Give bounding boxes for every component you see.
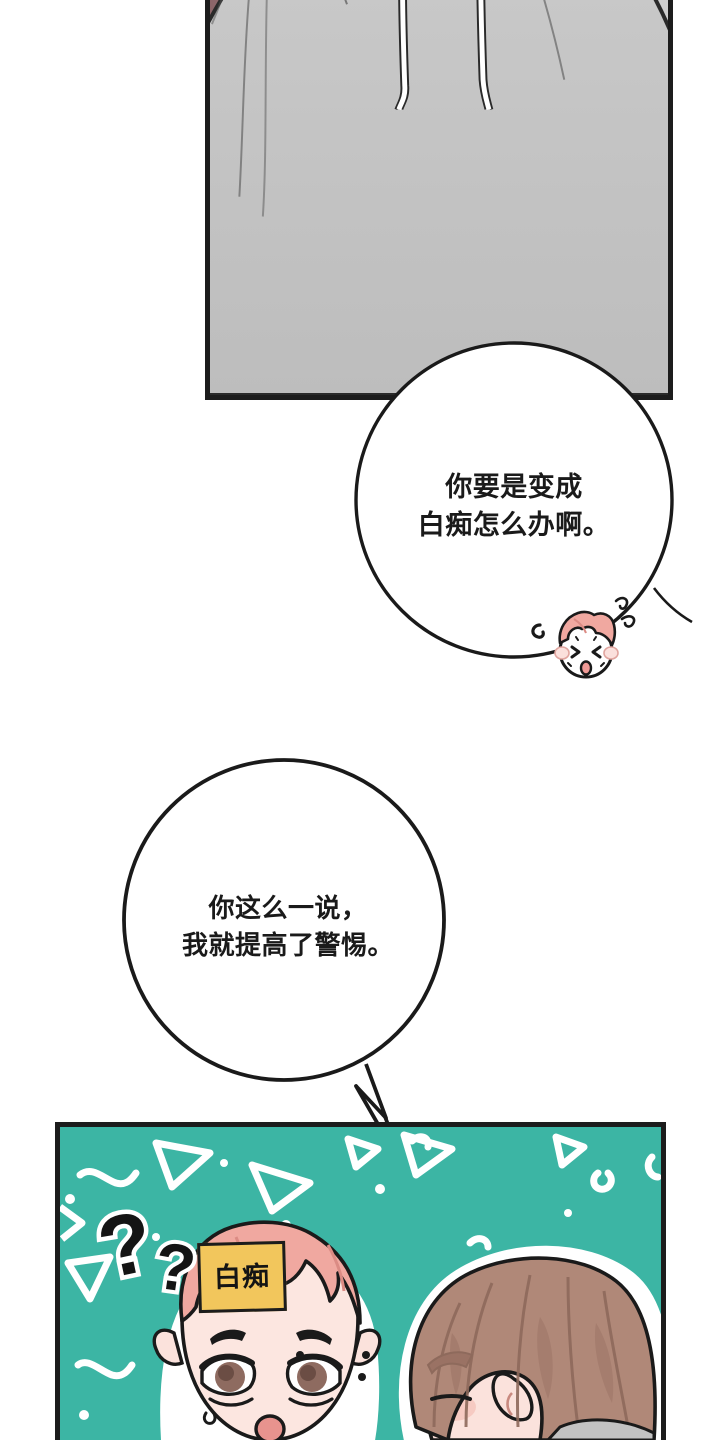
right-char-eye <box>430 1394 472 1401</box>
fold-5 <box>543 0 566 80</box>
chibi-hair-line <box>573 618 587 634</box>
chibi-eye-right <box>591 645 602 659</box>
speech-bubble-bottom-text: 你这么一说， 我就提高了警惕。 <box>181 893 394 960</box>
sweat-drop <box>202 1409 217 1425</box>
drawstring-right-outline <box>476 0 488 110</box>
eyelid-left <box>199 1353 255 1370</box>
pupil-left <box>218 1365 234 1381</box>
squiggle-b <box>620 615 636 628</box>
chibi-eye-left <box>570 645 581 659</box>
hair-shade-2 <box>537 1317 553 1399</box>
fold-2 <box>238 0 250 197</box>
drawstring-left-outline2 <box>400 0 410 110</box>
speech-bubble-top <box>348 338 693 668</box>
character-right <box>398 1245 661 1440</box>
panel-teal-characters: ? ? <box>55 1122 666 1440</box>
right-char-ear <box>491 1372 534 1422</box>
right-char-bang <box>426 1351 474 1375</box>
hair-line-3 <box>326 1244 346 1292</box>
speech-bubble-bottom-shape <box>122 758 446 1158</box>
chibi-face-art <box>531 596 636 679</box>
fold-3 <box>261 0 268 217</box>
bubble-outline <box>354 341 674 659</box>
chibi-cheek-right <box>603 646 619 660</box>
panel-hoodie-torso <box>205 0 673 400</box>
drawstring-right <box>478 0 492 111</box>
chibi-hair <box>558 610 617 647</box>
decor-squiggles <box>74 1133 661 1380</box>
pupil-right <box>300 1365 316 1381</box>
chibi-dizzy-face <box>524 585 644 685</box>
forehead-sticky-note: 白痴 <box>197 1240 287 1314</box>
bubble2-outline <box>122 758 446 1082</box>
squiggle-a <box>614 596 629 610</box>
teal-scene-artwork: ? ? <box>60 1127 661 1440</box>
fold-8 <box>211 0 223 25</box>
mouth <box>254 1414 286 1440</box>
swirl-left-icon <box>531 623 545 639</box>
right-char-ear-inner <box>506 1392 513 1416</box>
speech-bubble-bottom <box>118 752 478 1162</box>
speech-bubble-top-text: 你要是变成 白痴怎么办啊。 <box>417 472 611 541</box>
eyebrow-right <box>296 1329 332 1345</box>
eyelid-right <box>287 1353 343 1370</box>
chibi-cheek-left <box>554 646 570 660</box>
bubble-tail <box>652 587 693 624</box>
right-char-shoulder <box>545 1418 656 1440</box>
eyebrow-left <box>210 1329 246 1345</box>
earring-2 <box>358 1373 366 1381</box>
speech-bubble-top-shape <box>354 341 693 659</box>
chibi-mouth <box>579 660 593 676</box>
right-char-hair <box>408 1256 657 1440</box>
hoodie-body <box>210 0 668 395</box>
drawstring-left <box>396 0 408 111</box>
earring-1 <box>362 1351 370 1359</box>
chibi-sweat-marks <box>567 636 605 667</box>
hair-shade-3 <box>594 1323 614 1403</box>
lash-lower-left <box>208 1397 254 1407</box>
decor-triangles <box>60 1131 588 1303</box>
left-ear <box>152 1328 185 1366</box>
sticky-note-text: 白痴 <box>213 1260 271 1293</box>
drawstring-right-outline2 <box>482 0 494 110</box>
hoodie-artwork <box>210 0 668 395</box>
drawstring-left-outline <box>394 0 404 110</box>
lash-lower-right <box>288 1397 334 1407</box>
right-ear <box>349 1328 382 1366</box>
